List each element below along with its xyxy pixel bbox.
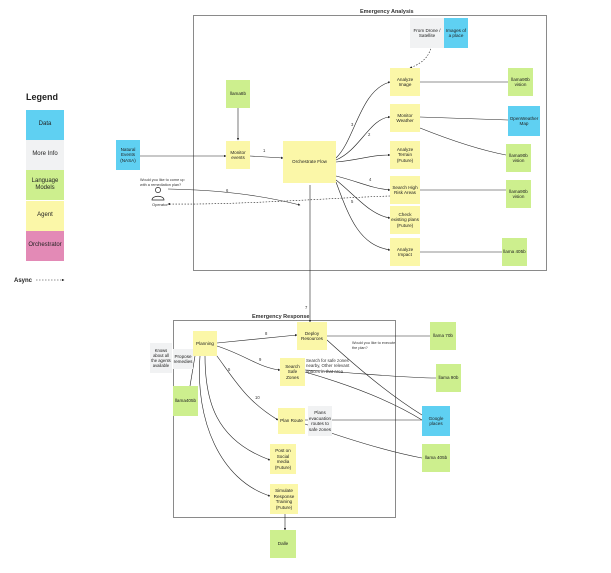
model-llama90b-vision-1: llama90b vision xyxy=(508,68,533,96)
edge-planning-route xyxy=(213,351,279,421)
agent-planning: Planning xyxy=(193,331,217,356)
data-natural-events: Natural Events (NASA) xyxy=(116,140,140,170)
agent-plan-route: Plan Route xyxy=(278,408,305,434)
agent-analyze-impact: Analyze Impact xyxy=(390,238,420,266)
edge-label-5: 5 xyxy=(351,199,354,204)
operator-label: Operator xyxy=(152,202,168,207)
emergency-analysis-title: Emergency Analysis xyxy=(360,9,414,15)
orchestrator-orchestrate-flow: Orchestrate Flow xyxy=(283,141,336,183)
edge-planning-llama405b xyxy=(189,355,196,387)
edge-weather-openweather xyxy=(419,116,509,121)
model-llama8b: llama8b xyxy=(226,80,250,108)
agent-check-existing-plans: Check existing plans (Future) xyxy=(390,206,420,234)
operator-icon xyxy=(151,187,165,201)
model-llama-405b-route: llama 405b xyxy=(422,444,450,472)
edge-deploy-google xyxy=(326,339,423,416)
model-llama90b-vision-3: llama90b vision xyxy=(506,180,531,208)
note-plans-evacuation: Plans evacuation routes to safe zones xyxy=(308,406,332,436)
model-llama-90b: llama 90b xyxy=(436,364,461,392)
edge-label-3: 3 xyxy=(351,122,354,127)
agent-search-high-risk: Search High Risk Areas xyxy=(390,176,420,204)
execute-question: Would you like to execute the plan? xyxy=(352,341,396,350)
agent-search-safe-zones: Search Safe Zones xyxy=(280,358,305,386)
note-knows-about-agents: Knows about all the agents available xyxy=(150,343,172,373)
model-dalle: Dalle xyxy=(270,530,296,558)
data-openweather-map: OpenWeather Map xyxy=(508,106,540,136)
edge-safe-google xyxy=(304,371,423,421)
edge-label-5b: 5 xyxy=(228,367,231,372)
edge-orch-analyze-image xyxy=(335,81,391,159)
model-llama90b-vision-2: llama90b vision xyxy=(506,144,531,172)
edge-orch-check-existing xyxy=(335,179,391,219)
edge-label-8: 8 xyxy=(265,331,268,336)
model-llama405b-planning: llama405b xyxy=(173,386,198,416)
edge-async-operator xyxy=(167,195,391,206)
edge-weather-llama90b xyxy=(419,127,507,156)
edge-images-analyze xyxy=(409,42,433,69)
edge-orch-analyze-impact xyxy=(335,181,391,251)
edge-planning-safe xyxy=(216,345,281,371)
edge-planning-social xyxy=(204,355,271,461)
agent-simulate-response-training: Simulate Response Training (Future) xyxy=(270,484,298,514)
edge-orch-monitor-weather xyxy=(335,115,391,161)
emergency-response-frame xyxy=(173,320,396,518)
agent-deploy-resources: Deploy Resources xyxy=(297,322,327,350)
legend-orchestrator: Orchestrator xyxy=(26,231,64,261)
edge-monitor-orchestrate xyxy=(249,155,284,160)
agent-monitor-weather: Monitor Weather xyxy=(390,104,420,132)
agent-monitor-events: Monitor events xyxy=(226,141,250,169)
note-from-drone: From Drone / Satellite xyxy=(410,18,444,48)
data-google-places: Google places xyxy=(422,406,450,436)
edge-planning-simulate xyxy=(199,355,271,497)
legend-more-info: More Info xyxy=(26,140,64,170)
edge-label-2: 2 xyxy=(368,132,371,137)
legend-language-models: Language Models xyxy=(26,170,64,200)
operator-question: Would you like to come up with a remedia… xyxy=(140,178,185,187)
edge-label-1: 1 xyxy=(263,148,266,153)
note-propose-remedies: Propose remedies xyxy=(173,349,193,369)
legend-agent: Agent xyxy=(26,201,64,231)
legend-data: Data xyxy=(26,110,64,140)
edge-safe-llama90b xyxy=(304,369,437,379)
edge-label-6: 6 xyxy=(226,188,229,193)
edge-planning-deploy xyxy=(216,334,298,344)
model-llama-405b: llama 405b xyxy=(502,238,527,266)
model-llama-70b: llama 70b xyxy=(430,322,456,350)
agent-analyze-terrain: Analyze Terrain (Future) xyxy=(390,141,420,169)
edge-operator-orchestrate xyxy=(167,188,301,206)
edge-orch-analyze-terrain xyxy=(335,153,391,163)
legend-async-label: Async xyxy=(14,278,33,284)
agent-post-social-media: Post on Social media (Future) xyxy=(270,444,296,474)
edge-label-7: 7 xyxy=(305,305,308,310)
emergency-analysis-frame xyxy=(193,15,547,271)
edge-label-9: 9 xyxy=(259,357,262,362)
legend-title: Legend xyxy=(26,92,59,102)
edge-orch-search-high xyxy=(335,175,391,191)
search-safe-zones-description: Search for safe zones nearby, Other rele… xyxy=(306,358,350,374)
agent-analyze-image: Analyze Image xyxy=(390,68,420,96)
edge-label-4: 4 xyxy=(369,177,372,182)
emergency-response-title: Emergency Response xyxy=(252,314,310,320)
data-images-of-place: Images of a place xyxy=(444,18,468,48)
edge-label-10: 10 xyxy=(255,395,260,400)
